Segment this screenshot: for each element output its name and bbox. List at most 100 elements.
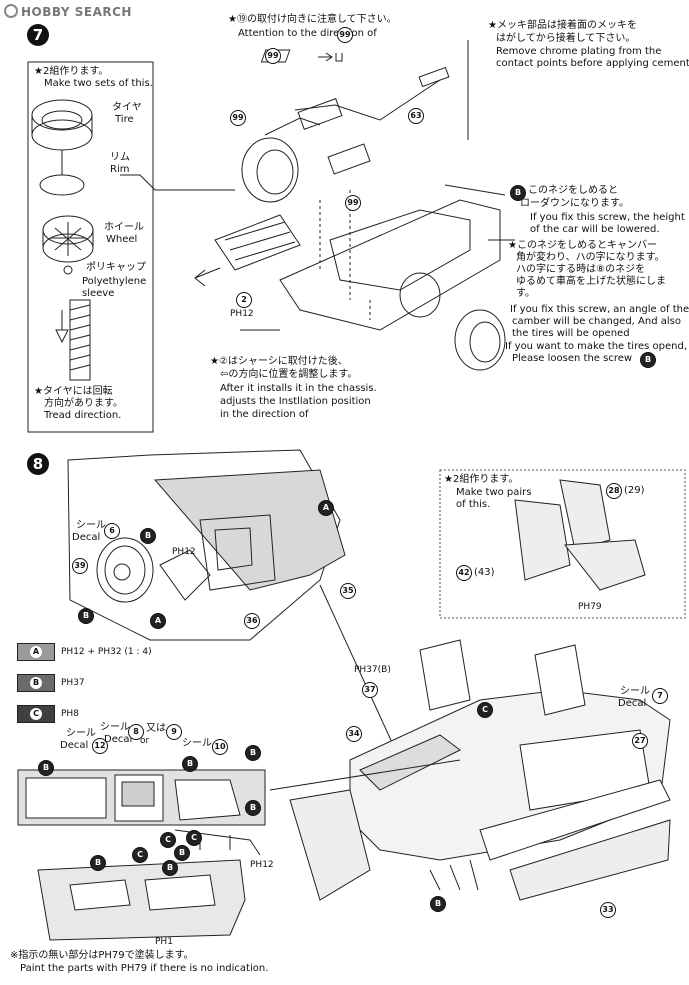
paint-b-marker-interior: B: [430, 896, 446, 912]
screw-camber-en4: If you want to make the tires opend,: [505, 341, 688, 352]
paint-b-marker-dash-2: B: [182, 756, 198, 772]
tire-label-jp: タイヤ: [112, 102, 142, 113]
paint-b-marker-dash-5: B: [174, 845, 190, 861]
install-note-en2: adjusts the Instllation position: [220, 396, 371, 407]
callout-part-63: 63: [408, 108, 424, 124]
poly-label-en2: sleeve: [82, 288, 115, 299]
step-7-badge: 7: [27, 24, 49, 46]
paint-ph12-step7: PH12: [230, 309, 254, 319]
screw-camber-en3: the tires will be opened: [512, 328, 630, 339]
direction-note-en: Attention to the direction of: [238, 28, 377, 39]
callout-part-34: 34: [346, 726, 362, 742]
legend-swatch-c: C: [17, 705, 55, 723]
chrome-note-en2: contact points before applying cement.: [496, 58, 689, 69]
callout-part-39: 39: [72, 558, 88, 574]
screw-camber-jp2: 角が変わり、ハの字になります。: [516, 252, 665, 263]
tire-box: [27, 61, 154, 433]
logo-text: HOBBY SEARCH: [21, 5, 132, 19]
screw-b-marker: B: [510, 185, 526, 201]
callout-part-35: 35: [340, 583, 356, 599]
paint-note-jp: ※指示の無い部分はPH79で塗装します。: [10, 950, 194, 961]
callout-part-27: 27: [632, 733, 648, 749]
chrome-note-jp1: ★メッキ部品は接着面のメッキを: [488, 20, 637, 31]
paint-ph12-step8: PH12: [172, 547, 196, 557]
callout-decal-10: 10: [212, 739, 228, 755]
seat-note-jp: ★2組作ります。: [444, 474, 519, 485]
legend-swatch-a: A: [17, 643, 55, 661]
callout-part-33: 33: [600, 902, 616, 918]
dash-decal-8-jp: シール: [100, 722, 130, 733]
part-43-label: (43): [474, 567, 495, 578]
seat-note-en1: Make two pairs: [456, 487, 532, 498]
paint-legend-b: B PH37: [17, 674, 85, 692]
steering-decal-jp: シール: [76, 520, 106, 531]
screw-lower-jp1: このネジをしめると: [528, 185, 618, 196]
paint-ph37-b: PH37(B): [354, 665, 391, 675]
dash-or-en: or: [140, 736, 150, 746]
screw-camber-jp1: ★このネジをしめるとキャンバー: [508, 240, 657, 251]
callout-decal-7: 7: [652, 688, 668, 704]
paint-b-marker-dash-1: B: [38, 760, 54, 776]
legend-spec-b: PH37: [61, 678, 85, 688]
callout-part-99-direction-diagram: 99: [265, 48, 281, 64]
paint-c-marker-dash-2: C: [186, 830, 202, 846]
screw-b-marker-2: B: [640, 352, 656, 368]
callout-part-99-a: 99: [230, 110, 246, 126]
paint-b-marker-dash-4: B: [245, 800, 261, 816]
poly-label-en1: Polyethylene: [82, 276, 147, 287]
install-note-jp1: ★②はシャーシに取付けた後、: [210, 356, 348, 367]
dash-decal-12-en: Decal: [60, 740, 89, 751]
paint-c-marker-door: C: [132, 847, 148, 863]
steering-decal-en: Decal: [72, 532, 101, 543]
tread-note-jp2: 方向があります。: [44, 398, 123, 409]
rim-label-en: Rim: [110, 164, 130, 175]
legend-swatch-b: B: [17, 674, 55, 692]
logo-icon: [4, 4, 18, 18]
make-two-sets-en: Make two sets of this.: [44, 78, 153, 89]
paint-ph12-dash: PH12: [250, 860, 274, 870]
callout-part-99-direction: 99: [337, 27, 353, 43]
screw-lower-en2: of the car will be lowered.: [530, 224, 660, 235]
install-note-en1: After it installs it in the chassis.: [220, 383, 377, 394]
paint-note-en: Paint the parts with PH79 if there is no…: [20, 963, 269, 974]
paint-b-marker-dash-3: B: [245, 745, 261, 761]
legend-spec-c: PH8: [61, 709, 79, 719]
tire-label-en: Tire: [115, 114, 134, 125]
interior-decal-jp: シール: [620, 686, 650, 697]
chrome-note-en1: Remove chrome plating from the: [496, 46, 662, 57]
site-logo: HOBBY SEARCH: [4, 4, 132, 19]
wheel-label-en: Wheel: [106, 234, 138, 245]
callout-part-28: 28: [606, 483, 622, 499]
callout-decal-12: 12: [92, 738, 108, 754]
tread-note-en: Tread direction.: [44, 410, 122, 421]
paint-a-marker-steering: A: [150, 613, 166, 629]
direction-note-jp: ★⑲の取付け向きに注意して下さい。: [228, 14, 397, 25]
part-29-label: (29): [624, 485, 645, 496]
callout-decal-6: 6: [104, 523, 120, 539]
paint-legend-a: A PH12 + PH32 (1 : 4): [17, 643, 152, 661]
screw-lower-jp2: ローダウンになります。: [520, 198, 629, 209]
paint-b-marker-door-2: B: [162, 860, 178, 876]
paint-b-marker-steering-2: B: [78, 608, 94, 624]
install-note-en3: in the direction of: [220, 409, 309, 420]
install-note-jp2: ⇦の方向に位置を調整します。: [220, 369, 358, 380]
screw-camber-en5: Please loosen the screw: [512, 353, 633, 364]
dash-or-jp: 又は: [146, 723, 166, 734]
callout-part-2: 2: [236, 292, 252, 308]
screw-camber-jp4: ゆるめて車高を上げた状態にしま: [516, 276, 666, 287]
dash-decal-8-en: Decal: [104, 734, 133, 745]
callout-decal-9: 9: [166, 724, 182, 740]
door-paint-ph1: PH1: [155, 937, 173, 947]
paint-c-marker-dash: C: [160, 832, 176, 848]
callout-part-37: 37: [362, 682, 378, 698]
screw-camber-jp3: ハの字にする時は⑧のネジを: [516, 264, 646, 275]
screw-camber-en2: camber will be changed, And also: [512, 316, 681, 327]
callout-part-99-b: 99: [345, 195, 361, 211]
paint-b-marker-steering: B: [140, 528, 156, 544]
callout-decal-8: 8: [128, 724, 144, 740]
poly-label-jp: ポリキャップ: [86, 262, 146, 273]
callout-part-42: 42: [456, 565, 472, 581]
wheel-label-jp: ホイール: [104, 222, 144, 233]
chrome-note-jp2: はがしてから接着して下さい。: [496, 33, 636, 44]
